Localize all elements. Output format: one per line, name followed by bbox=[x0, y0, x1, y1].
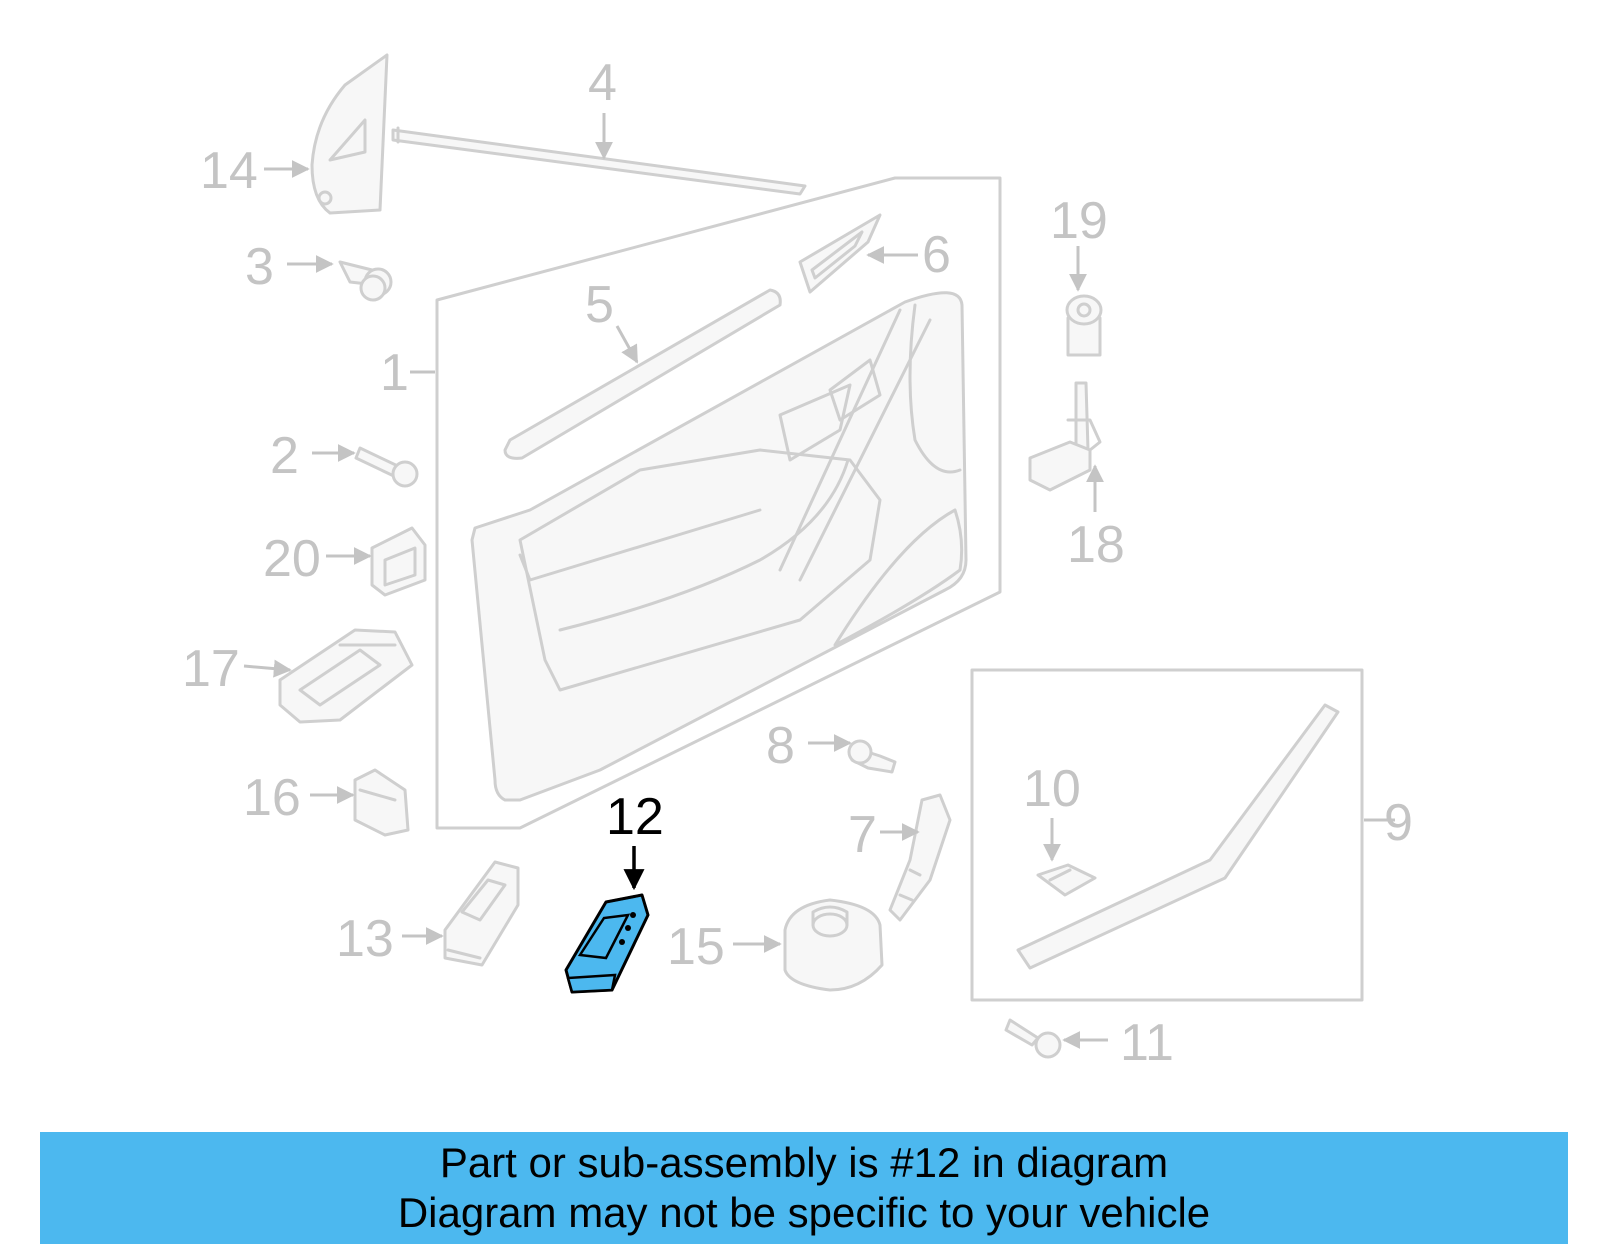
window-switch-part-17[interactable] bbox=[278, 628, 414, 724]
label-10: 10 bbox=[1023, 760, 1081, 818]
label-1: 1 bbox=[380, 344, 409, 402]
label-14: 14 bbox=[200, 142, 258, 200]
label-12: 12 bbox=[606, 788, 664, 846]
label-19: 19 bbox=[1050, 192, 1108, 250]
sensor-part-18[interactable] bbox=[1028, 381, 1102, 492]
trim-box-part-9[interactable] bbox=[970, 668, 1364, 1002]
bolt-part-8[interactable] bbox=[847, 739, 897, 774]
label-11: 11 bbox=[1120, 1014, 1174, 1072]
switch-part-20[interactable] bbox=[370, 526, 427, 597]
screw-part-11[interactable] bbox=[1004, 1018, 1062, 1059]
label-20: 20 bbox=[263, 530, 321, 588]
banner-line-part-number: Part or sub-assembly is #12 in diagram bbox=[439, 1139, 1169, 1186]
screw-part-2[interactable] bbox=[354, 446, 419, 488]
belt-molding-part-4[interactable] bbox=[391, 126, 807, 196]
label-4: 4 bbox=[588, 54, 617, 112]
label-13: 13 bbox=[336, 910, 394, 968]
label-7: 7 bbox=[848, 806, 877, 864]
banner-line-disclaimer: Diagram may not be specific to your vehi… bbox=[397, 1189, 1211, 1236]
switch-module-part-13[interactable] bbox=[443, 860, 520, 967]
motor-part-15[interactable] bbox=[783, 898, 884, 992]
clip-part-3[interactable] bbox=[338, 260, 393, 302]
clip-part-10[interactable] bbox=[1036, 863, 1097, 897]
highlighted-switch-part-12[interactable] bbox=[564, 893, 650, 994]
label-3: 3 bbox=[245, 238, 274, 296]
grommet-part-19[interactable] bbox=[1065, 294, 1103, 357]
trim-strip-part-5[interactable] bbox=[503, 288, 782, 460]
switch-part-16[interactable] bbox=[353, 768, 410, 837]
label-18: 18 bbox=[1067, 516, 1125, 574]
label-2: 2 bbox=[270, 427, 299, 485]
bracket-part-7[interactable] bbox=[888, 793, 952, 922]
label-9: 9 bbox=[1384, 794, 1413, 852]
info-banner: Part or sub-assembly is #12 in diagram D… bbox=[40, 1132, 1568, 1244]
label-6: 6 bbox=[922, 226, 951, 284]
handle-bezel-part-6[interactable] bbox=[798, 213, 882, 294]
label-15: 15 bbox=[667, 918, 725, 976]
mirror-cover-part-14[interactable] bbox=[310, 53, 389, 215]
label-5: 5 bbox=[585, 276, 614, 334]
leader-lines bbox=[243, 113, 1395, 1049]
label-8: 8 bbox=[766, 717, 795, 775]
door-panel-part-1[interactable] bbox=[435, 176, 1002, 830]
label-17: 17 bbox=[182, 640, 240, 698]
label-16: 16 bbox=[243, 769, 301, 827]
